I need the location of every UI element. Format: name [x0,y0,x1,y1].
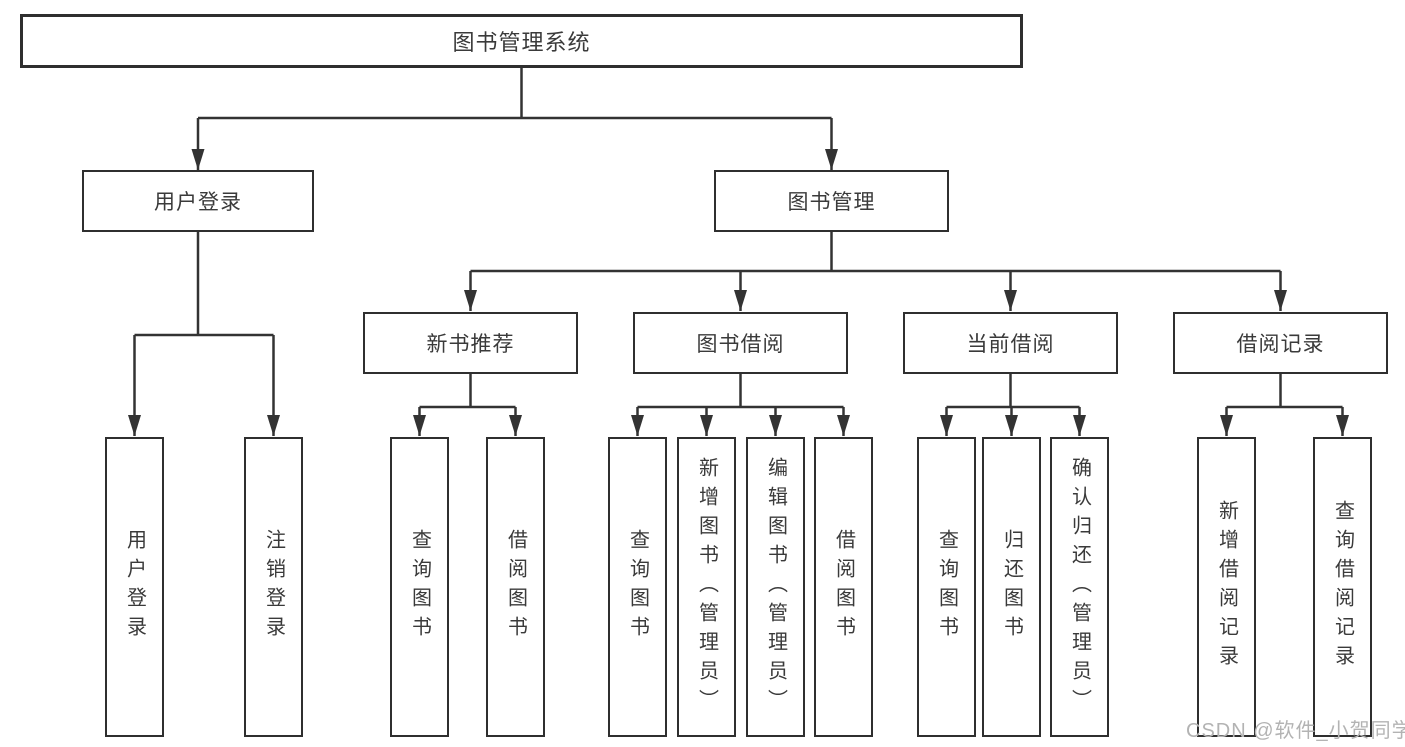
node-label: 图书管理系统 [452,30,591,55]
node-book-management: 图书管理 [714,170,949,232]
node-label: 用户登录 [123,529,146,645]
node-book-borrow: 图书借阅 [633,312,848,374]
node-label: 用户登录 [154,191,242,214]
node-leaf-query-book-3: 查询图书 [917,437,976,737]
node-leaf-query-book-2: 查询图书 [608,437,667,737]
node-label: 归还图书 [1000,529,1023,645]
node-leaf-edit-book-admin: 编辑图书（管理员） [746,437,805,737]
node-root-library-system: 图书管理系统 [20,14,1023,68]
node-label: 当前借阅 [966,333,1055,356]
connector-new-book-children [413,374,522,436]
node-leaf-borrow-book-2: 借阅图书 [814,437,873,737]
node-label: 借阅图书 [504,529,527,645]
node-label: 确认归还（管理员） [1068,456,1091,718]
node-new-book-recommend: 新书推荐 [363,312,578,374]
node-borrow-record: 借阅记录 [1173,312,1388,374]
node-label: 编辑图书（管理员） [764,456,787,718]
connector-book-management-children [464,232,1287,311]
node-leaf-query-borrow-record: 查询借阅记录 [1313,437,1372,737]
node-leaf-confirm-return-admin: 确认归还（管理员） [1050,437,1109,737]
node-user-login: 用户登录 [82,170,314,232]
node-leaf-query-book-1: 查询图书 [390,437,449,737]
connector-root-to-level2 [191,68,838,170]
node-leaf-add-book-admin: 新增图书（管理员） [677,437,736,737]
node-label: 查询借阅记录 [1331,500,1354,674]
node-label: 查询图书 [626,529,649,645]
connector-borrow-record-children [1220,374,1349,436]
node-label: 新书推荐 [426,333,515,356]
node-label: 图书管理 [787,191,876,214]
node-label: 新增图书（管理员） [695,456,718,718]
node-leaf-user-login: 用户登录 [105,437,164,737]
csdn-watermark: CSDN @软件_小贺同学 [1186,720,1405,742]
node-leaf-borrow-book-1: 借阅图书 [486,437,545,737]
node-label: 借阅记录 [1236,333,1325,356]
node-leaf-return-book: 归还图书 [982,437,1041,737]
node-label: 查询图书 [408,529,431,645]
node-label: 查询图书 [935,529,958,645]
connector-current-borrow-children [940,374,1086,436]
node-leaf-logout: 注销登录 [244,437,303,737]
node-current-borrow: 当前借阅 [903,312,1118,374]
node-label: 新增借阅记录 [1215,500,1238,674]
connector-user-login-children [128,232,280,436]
node-leaf-add-borrow-record: 新增借阅记录 [1197,437,1256,737]
connector-book-borrow-children [631,374,850,436]
node-label: 注销登录 [262,529,285,645]
node-label: 借阅图书 [832,529,855,645]
node-label: 图书借阅 [696,333,785,356]
